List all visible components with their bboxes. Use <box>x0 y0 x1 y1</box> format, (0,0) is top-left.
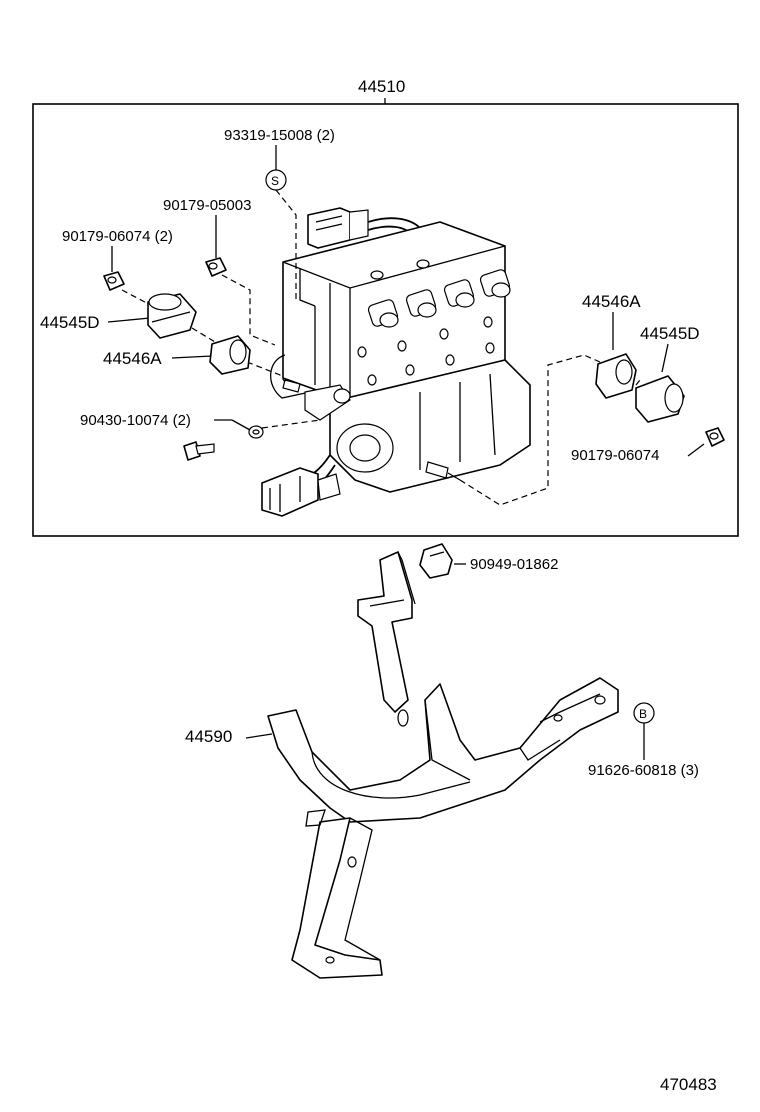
path-93319 <box>275 189 297 300</box>
label-44590: 44590 <box>185 727 232 746</box>
actuator-assembly <box>261 207 531 517</box>
label-90179-06074: 90179-06074 <box>571 447 659 464</box>
path-44545D-left <box>191 327 216 343</box>
top-connector <box>307 207 351 249</box>
path-90179-05003 <box>221 274 276 346</box>
path-44546A-left <box>246 361 286 383</box>
label-93319-15008: 93319-15008 (2) <box>224 127 335 144</box>
label-90430-10074: 90430-10074 (2) <box>80 412 191 429</box>
label-44546A-left: 44546A <box>103 349 162 368</box>
brake-line-fittings <box>367 269 511 328</box>
marker-b-label: B <box>639 707 647 721</box>
assembly-frame <box>32 103 739 537</box>
path-washer <box>261 419 321 429</box>
label-90179-06074-2: 90179-06074 (2) <box>62 228 173 245</box>
label-91626-60818: 91626-60818 (3) <box>588 762 699 779</box>
harness-plug <box>261 467 319 517</box>
label-90179-05003: 90179-05003 <box>163 197 251 214</box>
path-right-mount <box>459 354 601 506</box>
bracket-44590 <box>267 551 619 979</box>
catalog-number: 470483 <box>660 1075 717 1094</box>
label-44546A-right: 44546A <box>582 292 641 311</box>
label-90949-01862: 90949-01862 <box>470 556 558 573</box>
clip-90949-01862 <box>419 543 453 579</box>
marker-s-label: S <box>271 174 279 188</box>
label-44545D-left: 44545D <box>40 313 100 332</box>
label-44545D-right: 44545D <box>640 324 700 343</box>
assembly-number: 44510 <box>358 77 405 96</box>
